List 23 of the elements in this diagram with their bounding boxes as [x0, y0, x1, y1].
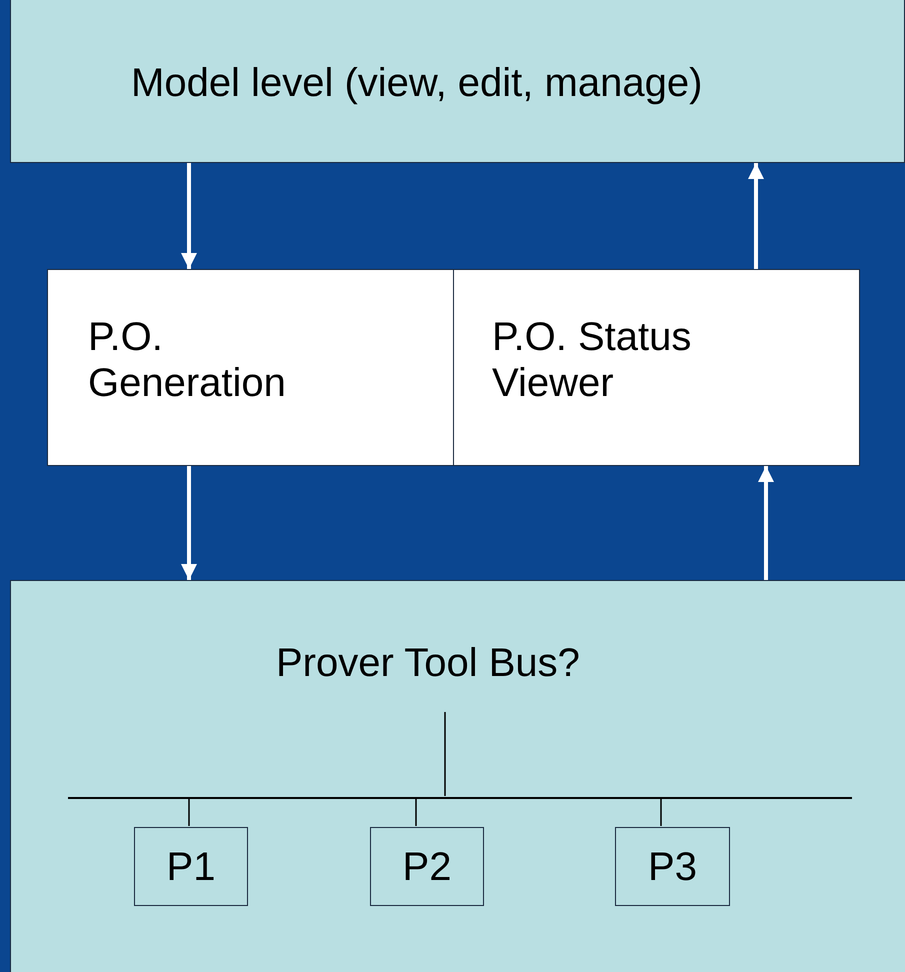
node-label: P.O. Generation — [88, 314, 287, 406]
node-label: Prover Tool Bus? — [276, 640, 581, 686]
connector-line — [444, 712, 446, 796]
bus-panel — [10, 580, 905, 972]
level-box — [10, 0, 905, 163]
arrow — [758, 466, 774, 580]
connector-line — [188, 798, 190, 826]
node-label: P1 — [166, 844, 216, 890]
prover-box — [370, 827, 484, 906]
connector-line — [415, 798, 417, 826]
arrow — [181, 163, 197, 269]
node-label: P2 — [402, 844, 452, 890]
process-box — [453, 269, 860, 466]
arrow — [181, 466, 197, 580]
prover-box — [615, 827, 730, 906]
arrow — [748, 163, 764, 269]
node-label: Model level (view, edit, manage) — [131, 60, 704, 106]
node-label: P3 — [647, 844, 698, 890]
connector-line — [660, 798, 662, 826]
prover-box — [134, 827, 248, 906]
bus-line — [68, 797, 852, 799]
node-label: P.O. Status Viewer — [492, 314, 692, 406]
process-box — [47, 269, 454, 466]
